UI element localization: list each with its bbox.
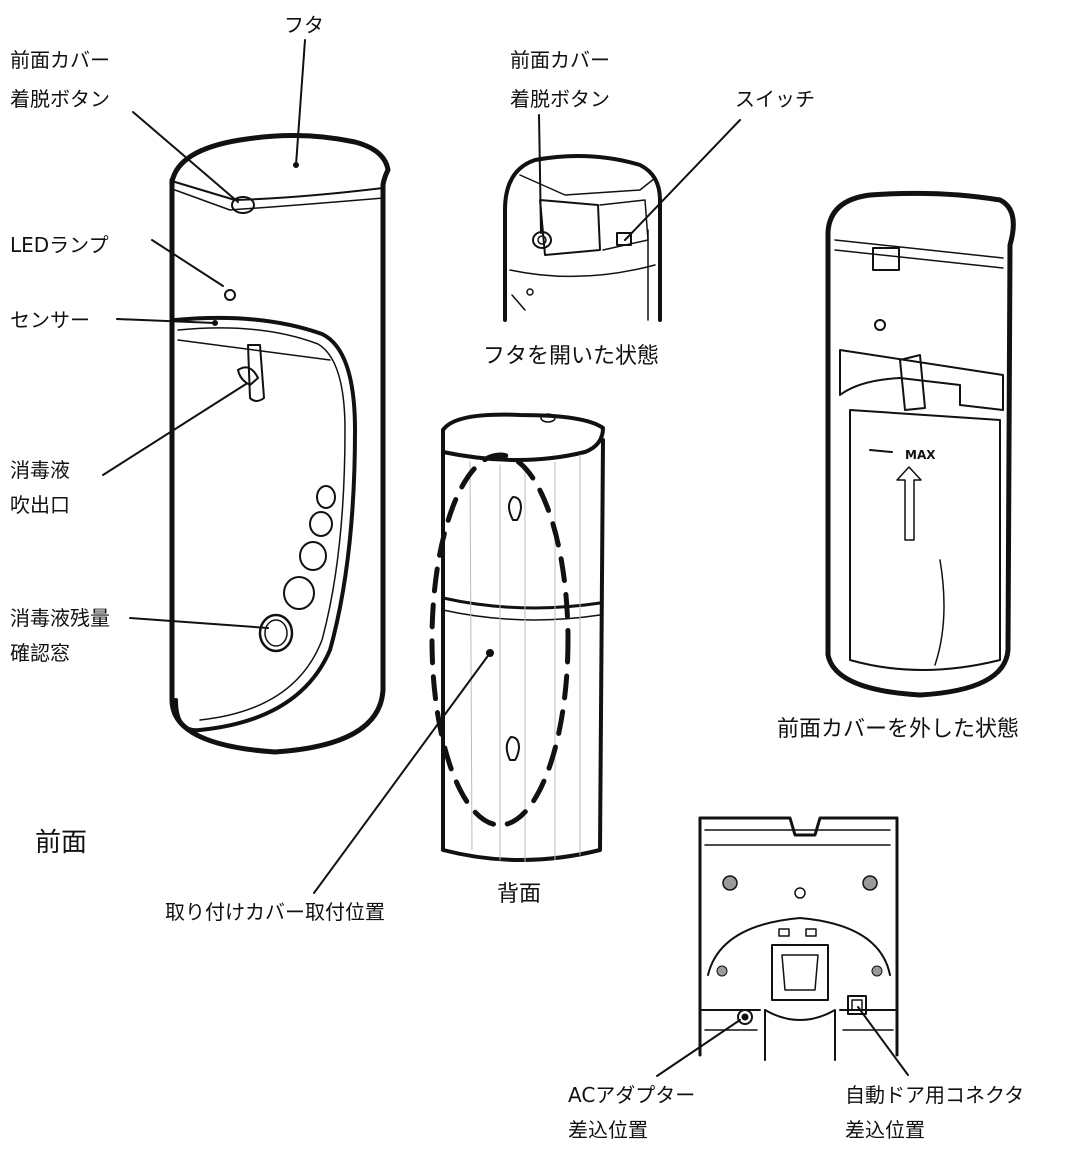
label-nozzle-line2: 吹出口	[10, 493, 70, 517]
label-front-cover-button-line1: 前面カバー	[10, 48, 110, 72]
label-open-cover-button-line1: 前面カバー	[510, 48, 610, 72]
label-lid: フタ	[284, 13, 324, 37]
label-level-window-line1: 消毒液残量	[10, 606, 110, 630]
label-mount-position: 取り付けカバー取付位置	[165, 900, 385, 924]
leader-lines	[102, 39, 909, 1077]
label-led-lamp: LEDランプ	[10, 233, 109, 257]
cover-removed-illustration	[825, 190, 1016, 698]
label-tank-max: MAX	[905, 448, 936, 462]
label-nozzle-line1: 消毒液	[10, 458, 70, 482]
label-open-cover-button-line2: 着脱ボタン	[510, 87, 610, 111]
label-ac-adapter-line1: ACアダプター	[568, 1083, 696, 1107]
label-ac-adapter-line2: 差込位置	[568, 1118, 648, 1142]
caption-cover-removed: 前面カバーを外した状態	[777, 717, 1020, 742]
connector-illustration	[698, 816, 899, 1061]
caption-front: 前面	[35, 828, 88, 858]
label-front-cover-button-line2: 着脱ボタン	[10, 87, 110, 111]
label-switch: スイッチ	[735, 87, 815, 111]
back-view-illustration	[429, 412, 605, 863]
label-level-window-line2: 確認窓	[10, 641, 70, 665]
front-view-illustration	[169, 132, 391, 755]
lid-open-illustration	[503, 154, 662, 322]
label-door-connector-line1: 自動ドア用コネクタ	[845, 1083, 1025, 1107]
label-door-connector-line2: 差込位置	[845, 1118, 925, 1142]
label-sensor: センサー	[10, 308, 90, 332]
caption-lid-open: フタを開いた状態	[483, 344, 660, 369]
caption-back: 背面	[497, 882, 542, 907]
